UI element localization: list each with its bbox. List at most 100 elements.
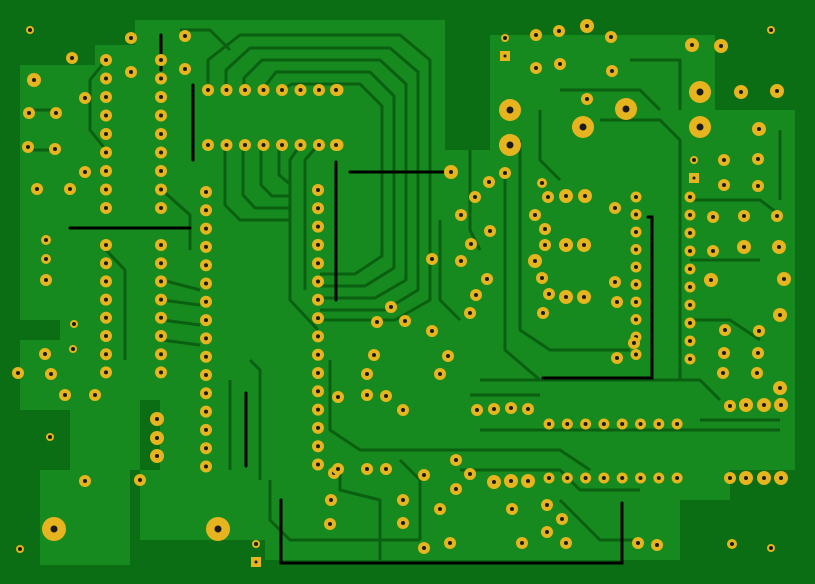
solder-pad	[294, 139, 307, 151]
jumper-wire	[541, 215, 654, 380]
solder-pad	[471, 404, 483, 416]
solder-pad	[615, 98, 637, 120]
solder-pad	[100, 311, 112, 324]
solder-pad	[16, 545, 24, 553]
solder-pad	[630, 244, 642, 255]
solder-pad	[206, 517, 230, 541]
solder-pad	[470, 289, 482, 301]
solder-pad	[202, 84, 214, 96]
solder-pad	[312, 293, 324, 306]
solder-pad	[559, 290, 573, 304]
solder-pad	[155, 257, 167, 270]
solder-pad	[100, 257, 112, 270]
solder-pad	[313, 84, 325, 96]
solder-pad	[361, 389, 373, 401]
solder-pad	[530, 62, 542, 74]
solder-pad	[89, 389, 101, 401]
solder-pad	[773, 308, 787, 322]
solder-pad	[598, 418, 610, 430]
solder-pad	[100, 330, 112, 342]
solder-pad	[771, 210, 783, 222]
square-pad	[251, 557, 261, 567]
solder-pad	[484, 225, 496, 237]
solder-pad	[41, 254, 51, 264]
solder-pad	[155, 72, 167, 85]
solder-pad	[361, 463, 373, 475]
solder-pad	[418, 542, 430, 554]
solder-pad	[312, 275, 324, 288]
solder-pad	[560, 537, 572, 549]
solder-pad	[312, 312, 324, 325]
solder-pad	[49, 143, 61, 155]
solder-pad	[529, 209, 541, 221]
solder-pad	[542, 191, 554, 203]
solder-pad	[684, 191, 696, 203]
solder-pad	[155, 183, 167, 196]
solder-pad	[767, 26, 775, 34]
solder-pad	[12, 367, 24, 379]
solder-pad	[774, 398, 788, 412]
solder-pad	[450, 454, 462, 466]
solder-pad	[23, 107, 35, 119]
solder-pad	[69, 345, 77, 353]
solder-pad	[684, 209, 696, 221]
solder-pad	[150, 412, 164, 426]
solder-pad	[312, 202, 324, 215]
solder-pad	[200, 350, 212, 363]
solder-pad	[426, 325, 438, 337]
solder-pad	[450, 483, 462, 495]
solder-pad	[100, 183, 112, 196]
solder-pad	[444, 165, 458, 179]
solder-pad	[635, 472, 646, 484]
solder-pad	[155, 348, 167, 361]
solder-pad	[777, 272, 791, 286]
solder-pad	[772, 240, 786, 254]
solder-pad	[155, 330, 167, 342]
solder-pad	[155, 109, 167, 122]
solder-pad	[690, 156, 698, 164]
solder-pad	[312, 348, 324, 361]
solder-pad	[528, 254, 542, 268]
solder-pad	[100, 128, 112, 140]
copper-traces	[30, 28, 782, 560]
solder-pad	[100, 72, 112, 85]
solder-pad	[539, 223, 551, 235]
solder-pad	[738, 210, 750, 222]
solder-pad	[397, 494, 409, 506]
solder-pad	[442, 350, 454, 362]
solder-pad	[671, 418, 683, 430]
solder-pad	[39, 348, 51, 360]
solder-pad	[100, 91, 112, 103]
solder-pad	[504, 474, 518, 488]
solder-pad	[536, 272, 548, 284]
solder-pad	[561, 472, 573, 484]
solder-pad	[734, 85, 748, 99]
jumper-wire	[279, 498, 624, 565]
solder-pad	[100, 54, 112, 66]
solder-pad	[200, 332, 212, 345]
solder-pad	[499, 134, 521, 156]
solder-pad	[455, 255, 467, 267]
solder-pad	[380, 390, 392, 402]
solder-pad	[200, 240, 212, 253]
solder-pad	[371, 316, 383, 328]
solder-pad	[773, 381, 787, 395]
solder-pad	[684, 227, 696, 239]
solder-pad	[155, 366, 167, 379]
solder-pad	[125, 32, 137, 44]
solder-pad	[200, 460, 212, 473]
solder-pad	[252, 540, 260, 548]
solder-pad	[499, 167, 511, 179]
solder-pad	[757, 398, 771, 412]
solder-pad	[630, 226, 642, 238]
solder-pad	[577, 238, 591, 252]
solder-pad	[553, 25, 565, 37]
solder-pad	[684, 317, 696, 329]
solder-pad	[426, 253, 438, 265]
solder-pad	[31, 183, 43, 195]
solder-pad	[770, 84, 784, 98]
solder-pad	[561, 418, 573, 430]
solder-pad	[418, 469, 430, 481]
solder-pad	[506, 503, 518, 515]
solder-pad	[397, 404, 409, 416]
